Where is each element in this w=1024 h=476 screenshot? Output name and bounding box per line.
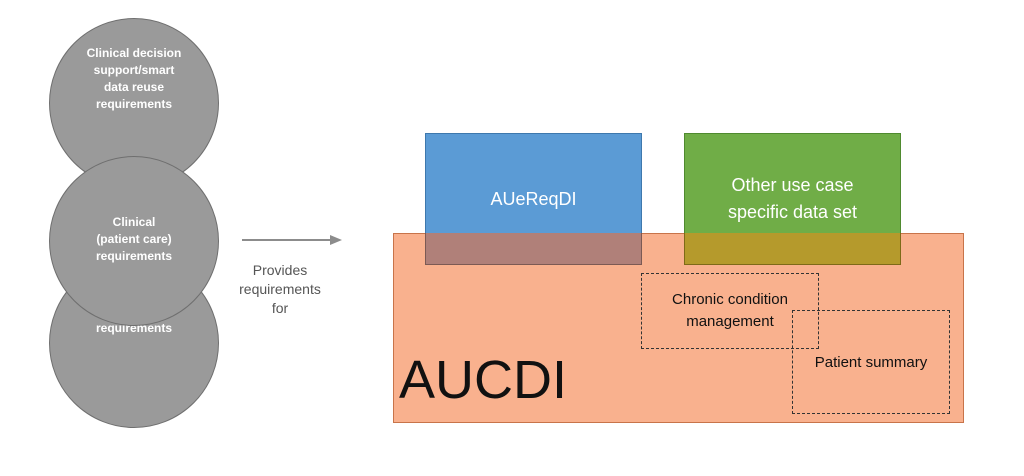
patient-summary-label: Patient summary bbox=[814, 354, 928, 371]
other-use-case-overlap bbox=[684, 233, 901, 265]
provides-requirements-label: Provides requirements for bbox=[239, 262, 321, 316]
clinical-care-circle: Clinical (patient care) requirements bbox=[49, 156, 219, 326]
clinical-care-label: Clinical (patient care) requirements bbox=[95, 214, 173, 263]
other-use-case-label: Other use case specific data set bbox=[727, 175, 858, 222]
aucdi-label: AUCDI bbox=[399, 350, 568, 410]
aue-req-di-label: AUeReqDI bbox=[490, 189, 577, 209]
clinical-decision-support-circle: Clinical decision support/smart data reu… bbox=[49, 18, 219, 188]
patient-summary-box bbox=[792, 310, 950, 414]
clinical-decision-support-label: Clinical decision support/smart data reu… bbox=[86, 46, 182, 111]
chronic-condition-label: Chronic condition management bbox=[672, 291, 788, 330]
chronic-condition-box bbox=[641, 273, 819, 349]
arrow-right-icon bbox=[242, 235, 342, 245]
aue-req-di-overlap bbox=[425, 233, 642, 265]
